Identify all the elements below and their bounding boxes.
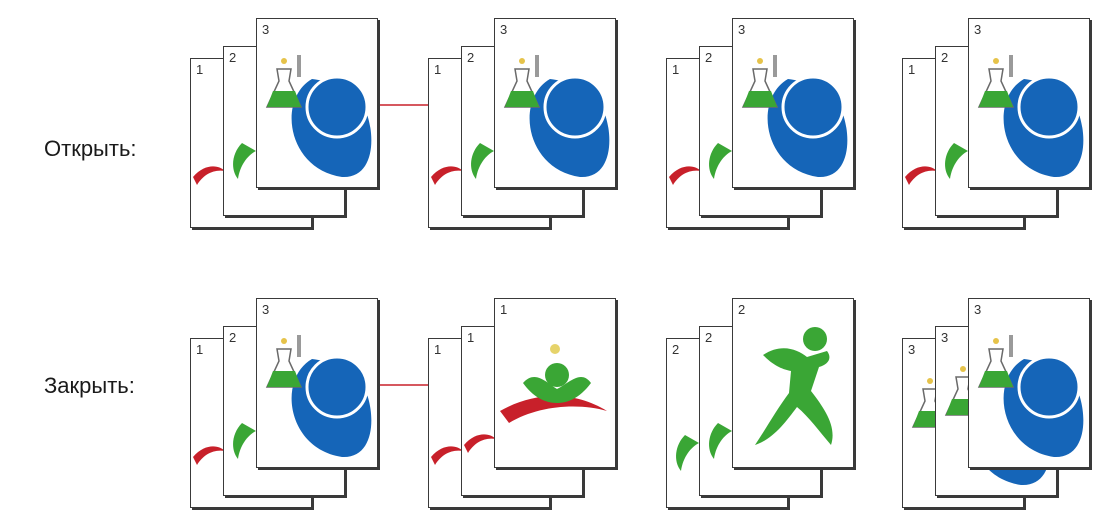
page-sheet: 3 bbox=[256, 18, 378, 188]
page-number: 2 bbox=[229, 50, 237, 65]
red-figure-icon bbox=[431, 166, 463, 185]
page-number: 1 bbox=[196, 62, 204, 77]
page-sheet: 3 bbox=[732, 18, 854, 188]
blue-flask-logo-icon bbox=[265, 55, 372, 178]
page-number: 2 bbox=[705, 330, 713, 345]
page-stack-close-4: 3 3 3 bbox=[902, 298, 1090, 528]
red-figure-icon bbox=[193, 166, 225, 185]
page-number: 2 bbox=[705, 50, 713, 65]
page-sheet: 1 bbox=[494, 298, 616, 468]
page-number: 3 bbox=[738, 22, 746, 37]
red-green-figure-icon bbox=[500, 344, 607, 423]
open-label: Открыть: bbox=[44, 136, 137, 161]
page-stack-close-1: 1 2 3 bbox=[190, 298, 378, 528]
red-figure-icon bbox=[193, 446, 225, 465]
page-stack-open-3: 1 2 3 bbox=[666, 18, 854, 248]
page-number: 1 bbox=[500, 302, 508, 317]
green-figure-icon bbox=[945, 143, 968, 179]
red-figure-icon bbox=[464, 434, 496, 453]
page-stack-open-1: 1 2 3 bbox=[190, 18, 378, 248]
green-figure-icon bbox=[233, 423, 256, 459]
green-runner-icon bbox=[755, 327, 833, 445]
page-sheet: 3 bbox=[494, 18, 616, 188]
red-figure-icon bbox=[431, 446, 463, 465]
page-sheet: 3 bbox=[968, 298, 1090, 468]
page-sheet: 3 bbox=[968, 18, 1090, 188]
page-number: 3 bbox=[500, 22, 508, 37]
green-figure-icon bbox=[709, 143, 732, 179]
page-number: 3 bbox=[974, 302, 982, 317]
page-number: 1 bbox=[434, 62, 442, 77]
green-figure-icon bbox=[471, 143, 494, 179]
red-figure-icon bbox=[905, 166, 937, 185]
green-figure-icon bbox=[233, 143, 256, 179]
page-stack-close-2: 1 1 1 bbox=[428, 298, 616, 528]
page-number: 2 bbox=[941, 50, 949, 65]
blue-flask-logo-icon bbox=[265, 335, 372, 458]
page-sheet: 3 bbox=[256, 298, 378, 468]
page-stack-open-4: 1 2 3 bbox=[902, 18, 1090, 248]
page-number: 3 bbox=[262, 22, 270, 37]
blue-flask-logo-icon bbox=[503, 55, 610, 178]
page-number: 2 bbox=[672, 342, 680, 357]
page-stack-open-2: 1 2 3 bbox=[428, 18, 616, 248]
page-number: 2 bbox=[229, 330, 237, 345]
page-number: 1 bbox=[672, 62, 680, 77]
page-number: 2 bbox=[738, 302, 746, 317]
page-number: 3 bbox=[941, 330, 949, 345]
page-number: 1 bbox=[467, 330, 475, 345]
page-number: 1 bbox=[434, 342, 442, 357]
page-number: 3 bbox=[974, 22, 982, 37]
page-number: 1 bbox=[196, 342, 204, 357]
red-figure-icon bbox=[669, 166, 701, 185]
blue-flask-logo-icon bbox=[977, 55, 1084, 178]
green-figure-icon bbox=[709, 423, 732, 459]
page-stack-close-3: 2 2 2 bbox=[666, 298, 854, 528]
page-number: 1 bbox=[908, 62, 916, 77]
page-number: 3 bbox=[262, 302, 270, 317]
blue-flask-logo-icon bbox=[977, 335, 1084, 458]
green-figure-icon bbox=[676, 435, 699, 471]
close-label: Закрыть: bbox=[44, 373, 135, 398]
page-sheet: 2 bbox=[732, 298, 854, 468]
page-number: 3 bbox=[908, 342, 916, 357]
blue-flask-logo-icon bbox=[741, 55, 848, 178]
page-number: 2 bbox=[467, 50, 475, 65]
